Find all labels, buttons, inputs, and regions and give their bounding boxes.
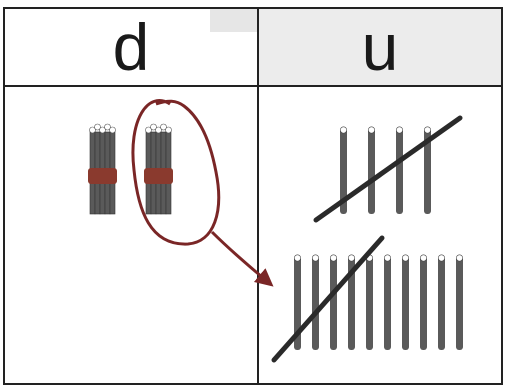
ten-bundle (88, 124, 117, 214)
stick-tip (384, 255, 390, 261)
bundle-band (144, 168, 173, 184)
stick-tip (330, 255, 336, 261)
unit-stick (396, 128, 403, 214)
units-lower-sticks (294, 255, 463, 350)
stick-tip (368, 127, 374, 133)
cross-out-lower (274, 238, 382, 360)
stick-tip (110, 127, 116, 133)
stick-tip (396, 127, 402, 133)
unit-stick (312, 256, 319, 350)
stick-tip (424, 127, 430, 133)
stick-tip (294, 255, 300, 261)
unit-stick (420, 256, 427, 350)
bundle-band (88, 168, 117, 184)
stick-tip (402, 255, 408, 261)
cross-out-upper (316, 118, 460, 220)
stick-tip (420, 255, 426, 261)
unit-stick (456, 256, 463, 350)
unit-stick (366, 256, 373, 350)
stick-tip (166, 127, 172, 133)
arrow-annotation (212, 232, 268, 282)
stick-tip (438, 255, 444, 261)
stick-tip (340, 127, 346, 133)
unit-stick (330, 256, 337, 350)
unit-stick (402, 256, 409, 350)
stick-tip (456, 255, 462, 261)
column-header-units: u (258, 8, 502, 86)
column-header-tens: d (4, 8, 258, 86)
unit-stick (384, 256, 391, 350)
unit-stick (368, 128, 375, 214)
stick-tip (348, 255, 354, 261)
tens-bundles (88, 124, 173, 214)
unit-stick (438, 256, 445, 350)
stick-tip (312, 255, 318, 261)
ten-bundle (144, 124, 173, 214)
